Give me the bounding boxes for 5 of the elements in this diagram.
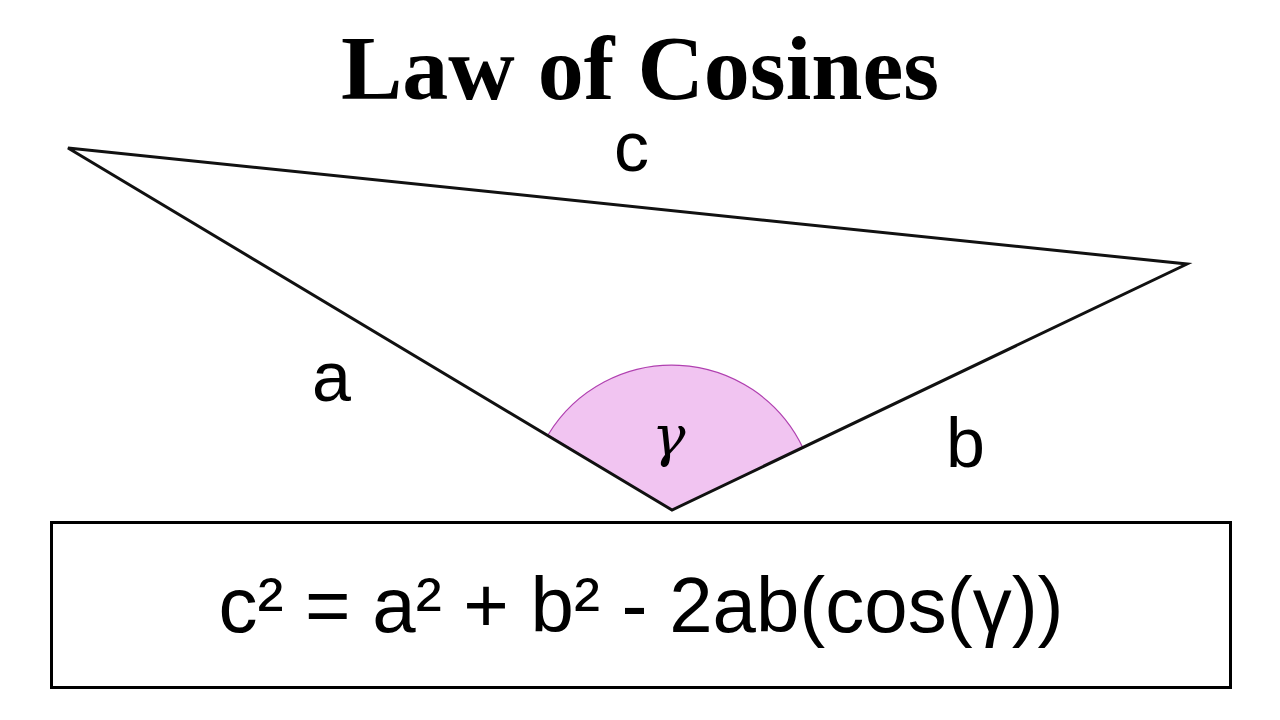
side-label: a	[312, 342, 351, 412]
side-label: b	[946, 408, 985, 478]
title: Law of Cosines	[340, 22, 939, 114]
side-label: c	[614, 112, 649, 182]
formula-box	[50, 521, 1232, 689]
